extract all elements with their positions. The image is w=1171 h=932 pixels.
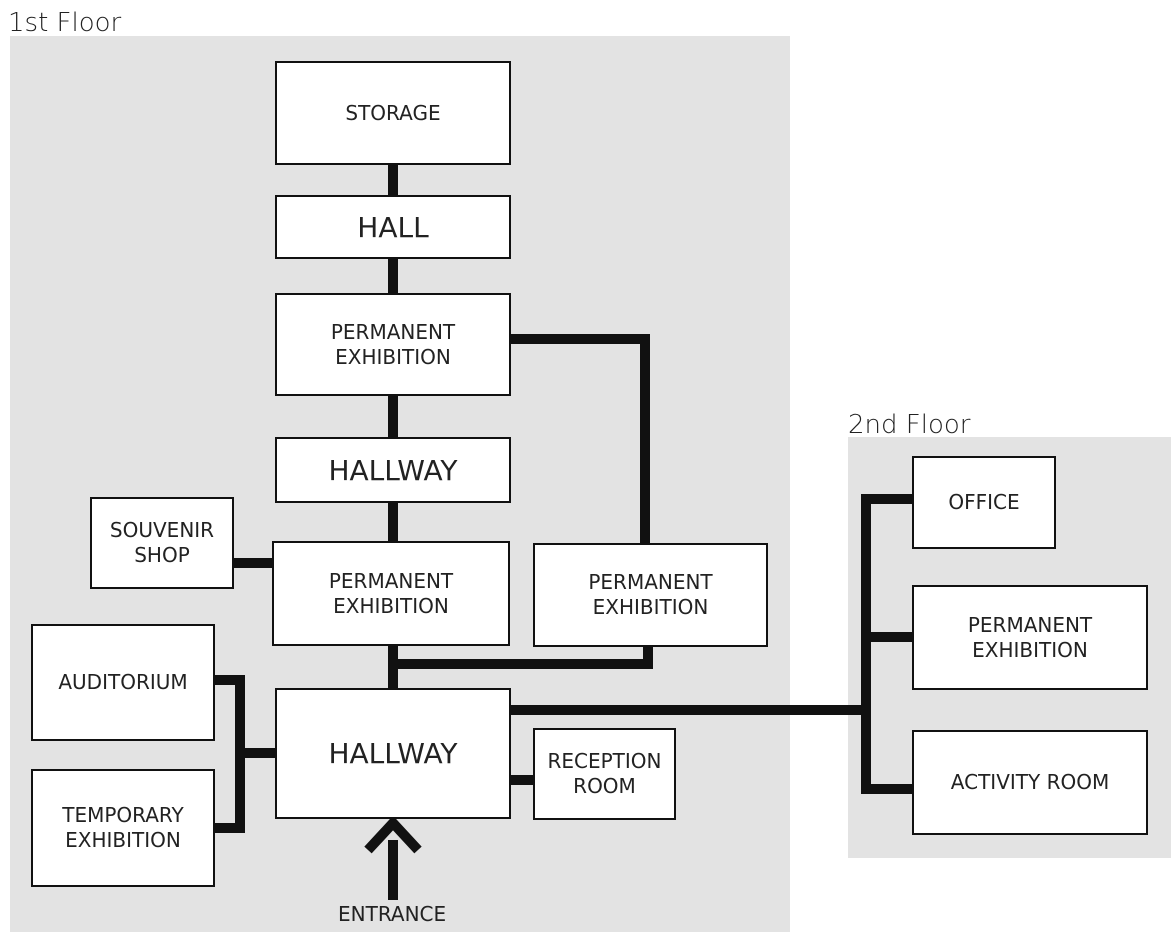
entrance-label: ENTRANCE bbox=[338, 902, 447, 926]
storage-room: STORAGE bbox=[275, 61, 511, 165]
hallway-main: HALLWAY bbox=[275, 688, 511, 819]
permanent-exhibition-right: PERMANENT EXHIBITION bbox=[533, 543, 768, 647]
link-right-permanent-to-main bbox=[393, 646, 653, 669]
office-room: OFFICE bbox=[912, 456, 1056, 549]
link-2nd-floor-trunk bbox=[861, 494, 913, 794]
activity-room: ACTIVITY ROOM bbox=[912, 730, 1148, 835]
hallway-middle: HALLWAY bbox=[275, 437, 511, 503]
permanent-exhibition-top: PERMANENT EXHIBITION bbox=[275, 293, 511, 396]
first-floor-label: 1st Floor bbox=[8, 8, 122, 38]
second-floor-label: 2nd Floor bbox=[848, 410, 971, 440]
reception-room: RECEPTION ROOM bbox=[533, 728, 676, 820]
link-auditorium-temporary bbox=[214, 675, 245, 833]
auditorium-room: AUDITORIUM bbox=[31, 624, 215, 741]
link-permanent-top-to-right bbox=[510, 334, 650, 545]
hall-room: HALL bbox=[275, 195, 511, 259]
souvenir-shop: SOUVENIR SHOP bbox=[90, 497, 234, 589]
entrance-arrow bbox=[364, 815, 422, 900]
permanent-exhibition-middle: PERMANENT EXHIBITION bbox=[272, 541, 510, 646]
permanent-exhibition-2nd-floor: PERMANENT EXHIBITION bbox=[912, 585, 1148, 690]
temporary-exhibition: TEMPORARY EXHIBITION bbox=[31, 769, 215, 887]
